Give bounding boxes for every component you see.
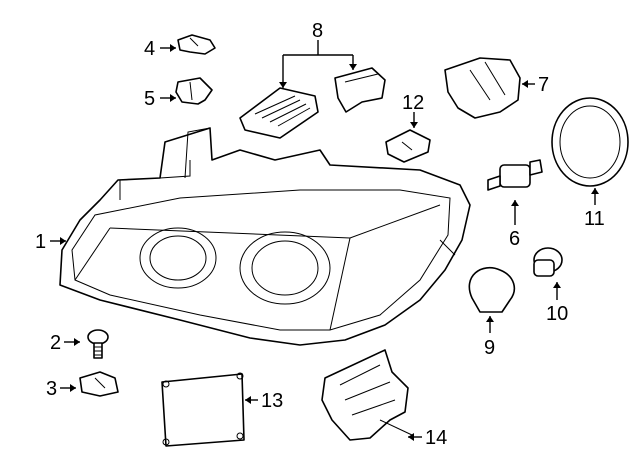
bracket-clip: [177, 34, 216, 55]
callout-14: 14: [425, 427, 447, 449]
callout-9: 9: [484, 337, 495, 359]
callout-5: 5: [144, 88, 155, 110]
bulb-socket: [487, 159, 543, 191]
bulb: [468, 266, 516, 313]
callout-11: 11: [584, 208, 605, 230]
housing-cover: [444, 57, 521, 119]
clip-nut: [79, 371, 119, 397]
headlamp-assembly: [59, 127, 471, 346]
callout-4: 4: [144, 38, 155, 60]
sensor: [385, 129, 431, 163]
support-bracket: [321, 349, 413, 441]
cap: [533, 247, 563, 277]
seal-ring: [551, 97, 629, 187]
callout-7: 7: [538, 74, 549, 96]
control-module-right: [334, 67, 386, 113]
mounting-bracket: [175, 77, 213, 105]
callout-13: 13: [261, 390, 283, 412]
callout-12: 12: [402, 92, 424, 114]
callout-6: 6: [509, 228, 520, 250]
callout-labels: 1 2 3 4 5 6 7 8 9 10 11 12 13 14: [35, 20, 605, 449]
callout-3: 3: [46, 378, 57, 400]
control-module-left: [239, 87, 319, 139]
callout-1: 1: [35, 231, 46, 253]
screw: [87, 329, 109, 359]
callout-8: 8: [312, 20, 323, 42]
callout-2: 2: [50, 332, 61, 354]
grille-module: [161, 372, 245, 447]
callout-10: 10: [546, 303, 568, 325]
arrowheads: [60, 44, 599, 441]
